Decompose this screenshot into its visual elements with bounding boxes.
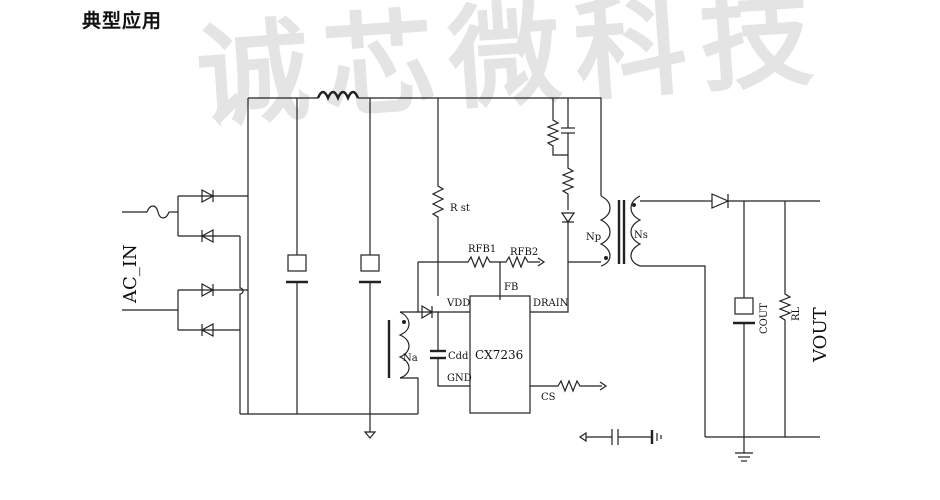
rst-label: R st — [450, 203, 470, 214]
fb-pin-label: FB — [504, 282, 518, 293]
ns-label: Ns — [634, 230, 648, 241]
np-label: Np — [586, 232, 601, 243]
bridge-diode-3 — [201, 282, 215, 298]
top-rail — [248, 90, 568, 102]
transformer — [599, 195, 706, 437]
chip-label: CX7236 — [475, 348, 523, 362]
ac-input — [122, 205, 178, 311]
auxiliary-winding — [387, 311, 419, 386]
load-resistor — [778, 201, 792, 437]
feedback-divider — [438, 255, 546, 300]
snubber-network — [530, 97, 602, 313]
page-title: 典型应用 — [82, 10, 163, 32]
cout-label: COUT — [759, 303, 770, 334]
current-sense — [530, 379, 608, 393]
bridge-diode-4 — [200, 322, 214, 338]
output-ground — [735, 437, 753, 462]
cs-label: CS — [541, 392, 556, 403]
vdd-pin-label: VDD — [446, 298, 470, 309]
output-capacitor — [733, 201, 755, 437]
rfb1-label: RFB1 — [468, 244, 496, 255]
output-rectifier — [705, 193, 820, 209]
vout-label: VOUT — [810, 307, 831, 363]
drain-pin-label: DRAIN — [533, 298, 569, 309]
y-capacitor — [578, 429, 662, 445]
cdd-label: Cdd — [448, 351, 469, 362]
rl-label: RL — [791, 306, 802, 321]
startup-resistor — [418, 98, 445, 296]
bridge-rectifier — [177, 98, 249, 414]
vdd-supply — [417, 262, 470, 414]
bulk-capacitor-2 — [359, 98, 381, 414]
gnd-pin-label: GND — [447, 373, 472, 384]
bridge-diode-1 — [201, 188, 215, 204]
rfb2-label: RFB2 — [510, 247, 538, 258]
bridge-diode-2 — [200, 228, 214, 244]
na-label: Na — [403, 353, 418, 364]
primary-ground — [363, 414, 377, 439]
bulk-capacitor-1 — [286, 98, 308, 414]
controller-chip — [469, 295, 531, 414]
ac-in-label: AC_IN — [120, 244, 141, 304]
